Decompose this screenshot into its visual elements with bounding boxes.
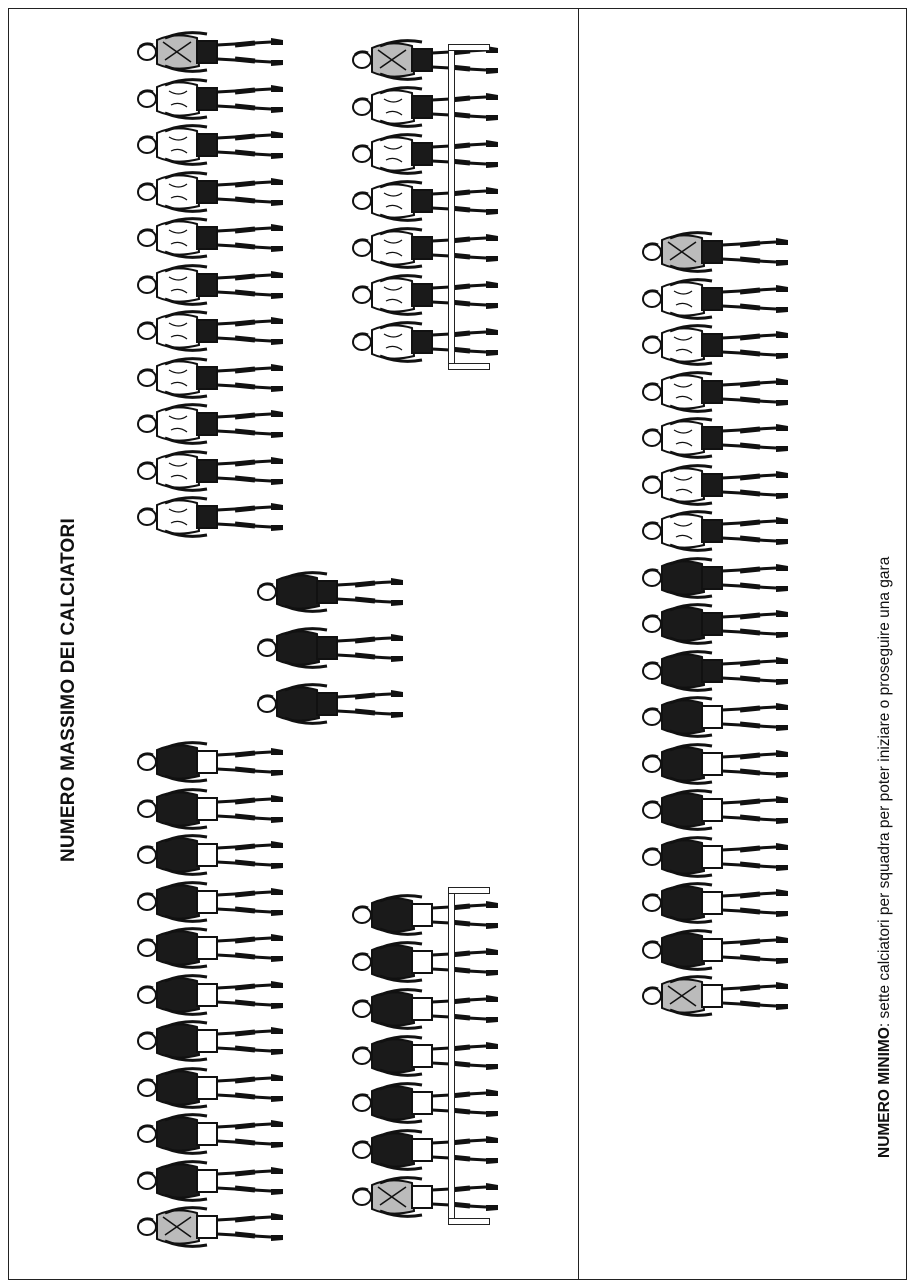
goalkeeper-figure	[350, 1175, 510, 1219]
referee-figure	[640, 649, 800, 693]
player-figure	[640, 742, 800, 786]
player-figure	[350, 320, 510, 364]
player-figure	[350, 273, 510, 317]
player-figure	[640, 323, 800, 367]
referee-figure	[640, 602, 800, 646]
player-figure	[135, 880, 295, 924]
max-players-title: NUMERO MASSIMO DEI CALCIATORI	[58, 518, 80, 862]
player-figure	[135, 263, 295, 307]
player-figure	[135, 77, 295, 121]
player-figure	[135, 926, 295, 970]
player-figure	[135, 309, 295, 353]
player-figure	[350, 1034, 510, 1078]
player-figure	[135, 787, 295, 831]
player-figure	[640, 788, 800, 832]
player-figure	[135, 1159, 295, 1203]
player-figure	[640, 881, 800, 925]
player-figure	[135, 356, 295, 400]
player-figure	[640, 277, 800, 321]
player-figure	[135, 973, 295, 1017]
player-figure	[350, 179, 510, 223]
bench-leg-icon	[448, 1218, 490, 1225]
player-figure	[350, 987, 510, 1031]
min-players-caption-bold: NUMERO MINIMO	[876, 1027, 893, 1158]
player-figure	[135, 1019, 295, 1063]
player-figure	[135, 495, 295, 539]
referee-figure	[255, 570, 415, 614]
player-figure	[135, 1112, 295, 1156]
referee-figure	[255, 682, 415, 726]
player-figure	[135, 449, 295, 493]
player-figure	[640, 370, 800, 414]
bench-leg-icon	[448, 44, 490, 51]
player-figure	[135, 1066, 295, 1110]
player-figure	[135, 740, 295, 784]
referee-figure	[255, 626, 415, 670]
player-figure	[640, 928, 800, 972]
player-figure	[640, 416, 800, 460]
player-figure	[135, 402, 295, 446]
player-figure	[350, 940, 510, 984]
player-figure	[350, 1081, 510, 1125]
player-figure	[135, 833, 295, 877]
player-figure	[350, 226, 510, 270]
goalkeeper-figure	[640, 974, 800, 1018]
goalkeeper-figure	[135, 30, 295, 74]
bench-icon	[448, 887, 455, 1225]
min-players-caption: NUMERO MINIMO: sette calciatori per squa…	[876, 557, 894, 1158]
player-figure	[640, 463, 800, 507]
player-figure	[135, 216, 295, 260]
goalkeeper-figure	[640, 230, 800, 274]
referee-figure	[640, 556, 800, 600]
player-figure	[350, 132, 510, 176]
player-figure	[350, 85, 510, 129]
min-players-caption-text: : sette calciatori per squadra per poter…	[876, 557, 893, 1027]
player-figure	[135, 170, 295, 214]
bench-leg-icon	[448, 363, 490, 370]
bench-icon	[448, 44, 455, 370]
goalkeeper-figure	[135, 1205, 295, 1249]
player-figure	[350, 1128, 510, 1172]
bench-leg-icon	[448, 887, 490, 894]
player-figure	[640, 695, 800, 739]
player-figure	[135, 123, 295, 167]
player-figure	[350, 893, 510, 937]
player-figure	[640, 835, 800, 879]
player-figure	[640, 509, 800, 553]
